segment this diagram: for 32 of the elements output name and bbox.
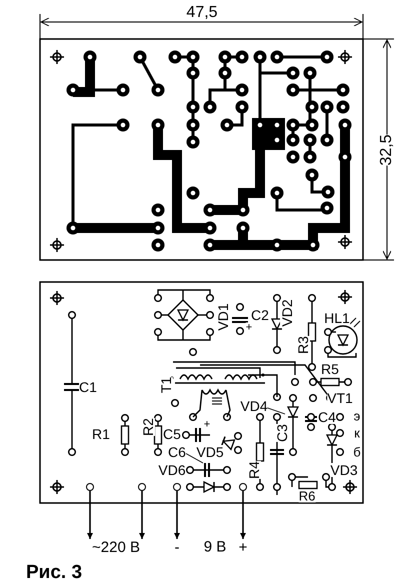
component-label: б xyxy=(353,446,361,458)
component-label: C4 xyxy=(318,410,336,424)
terminal-label: ~220 В xyxy=(86,540,146,555)
figure-caption: Рис. 3 xyxy=(26,563,82,582)
component-label: VD5 xyxy=(196,445,224,459)
component-label: R4 xyxy=(247,461,261,479)
voltage-label: 9 В xyxy=(204,540,226,554)
component-label: R1 xyxy=(92,427,110,441)
component-label: T1 xyxy=(159,376,173,394)
arrow xyxy=(87,491,93,539)
component-label: R6 xyxy=(298,490,316,502)
component-label: VD3 xyxy=(330,463,358,477)
component-label: R5 xyxy=(321,362,339,376)
arrow xyxy=(139,491,145,539)
arrow xyxy=(174,491,180,539)
component-label: HL1 xyxy=(324,311,350,325)
component-label: C1 xyxy=(79,380,97,394)
component-label: C3 xyxy=(275,424,289,442)
component-label: VD1 xyxy=(216,303,230,331)
terminal-label: + xyxy=(236,540,250,555)
component-label: VD4 xyxy=(240,399,268,413)
arrow xyxy=(240,491,246,539)
component-label: VD6 xyxy=(158,463,186,477)
component-label: R3 xyxy=(296,336,310,354)
component-label: C6 xyxy=(168,445,186,459)
dimension-label: 47,5 xyxy=(186,5,218,21)
component-label: R2 xyxy=(141,418,155,436)
terminal-label: - xyxy=(170,540,184,555)
dimension-label: 32,5 xyxy=(379,134,395,166)
component-label: C5 xyxy=(163,427,181,441)
component-label: VT1 xyxy=(327,391,353,405)
component-label: C2 xyxy=(251,308,269,322)
